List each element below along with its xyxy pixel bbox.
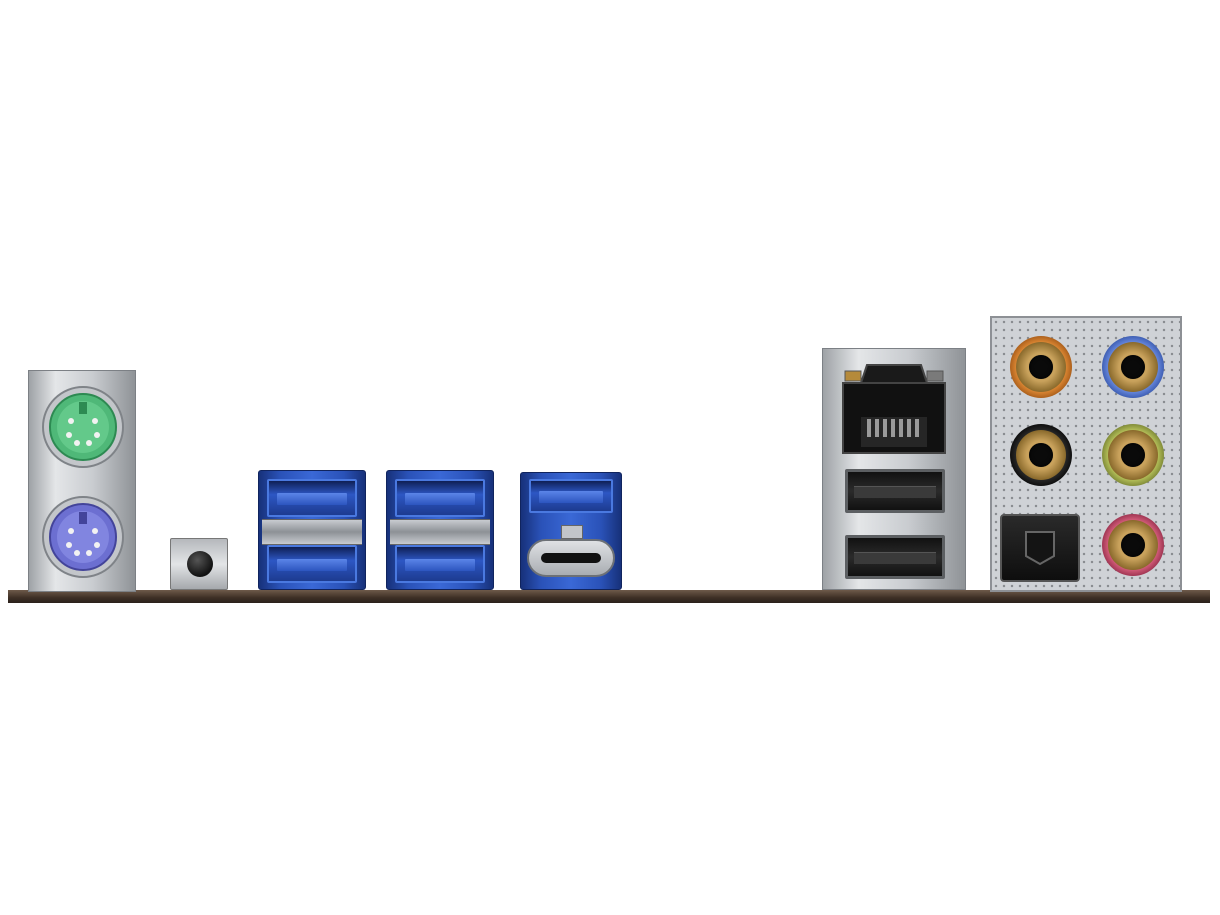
usb3-port-top[interactable] [529, 479, 613, 513]
ps2-mouse-port-icon[interactable] [41, 385, 125, 469]
usb-c-latch [561, 525, 583, 539]
usb3-port-top[interactable] [395, 479, 485, 517]
audio-jack-orange[interactable] [1010, 336, 1072, 398]
usb-a-c-stack [520, 472, 622, 590]
usb3-port-bottom[interactable] [267, 545, 357, 583]
audio-jack-pink[interactable] [1102, 514, 1164, 576]
usb-port-black-top[interactable] [845, 469, 945, 513]
usb-c-port-icon[interactable] [527, 539, 615, 577]
motherboard-pcb-edge [8, 590, 1210, 603]
usb-port-black-bottom[interactable] [845, 535, 945, 579]
audio-jack-blue[interactable] [1102, 336, 1164, 398]
clear-cmos-button-icon [187, 551, 213, 577]
usb3-port-bottom[interactable] [395, 545, 485, 583]
audio-jack-lime[interactable] [1102, 424, 1164, 486]
audio-panel [990, 316, 1182, 592]
ethernet-port-icon[interactable] [837, 357, 951, 457]
spdif-optical-port-icon[interactable] [1000, 514, 1080, 582]
spdif-shutter [1025, 531, 1055, 566]
ps2-port-shield [28, 370, 136, 592]
usb3-stack-2 [386, 470, 494, 590]
clear-cmos-button[interactable] [170, 538, 228, 590]
usb-c-tongue [541, 553, 601, 563]
audio-jack-black[interactable] [1010, 424, 1072, 486]
ps2-keyboard-port-icon[interactable] [41, 495, 125, 579]
lan-usb-stack [822, 348, 966, 590]
usb3-port-top[interactable] [267, 479, 357, 517]
usb-divider [390, 519, 490, 545]
usb3-stack-1 [258, 470, 366, 590]
usb-divider [262, 519, 362, 545]
